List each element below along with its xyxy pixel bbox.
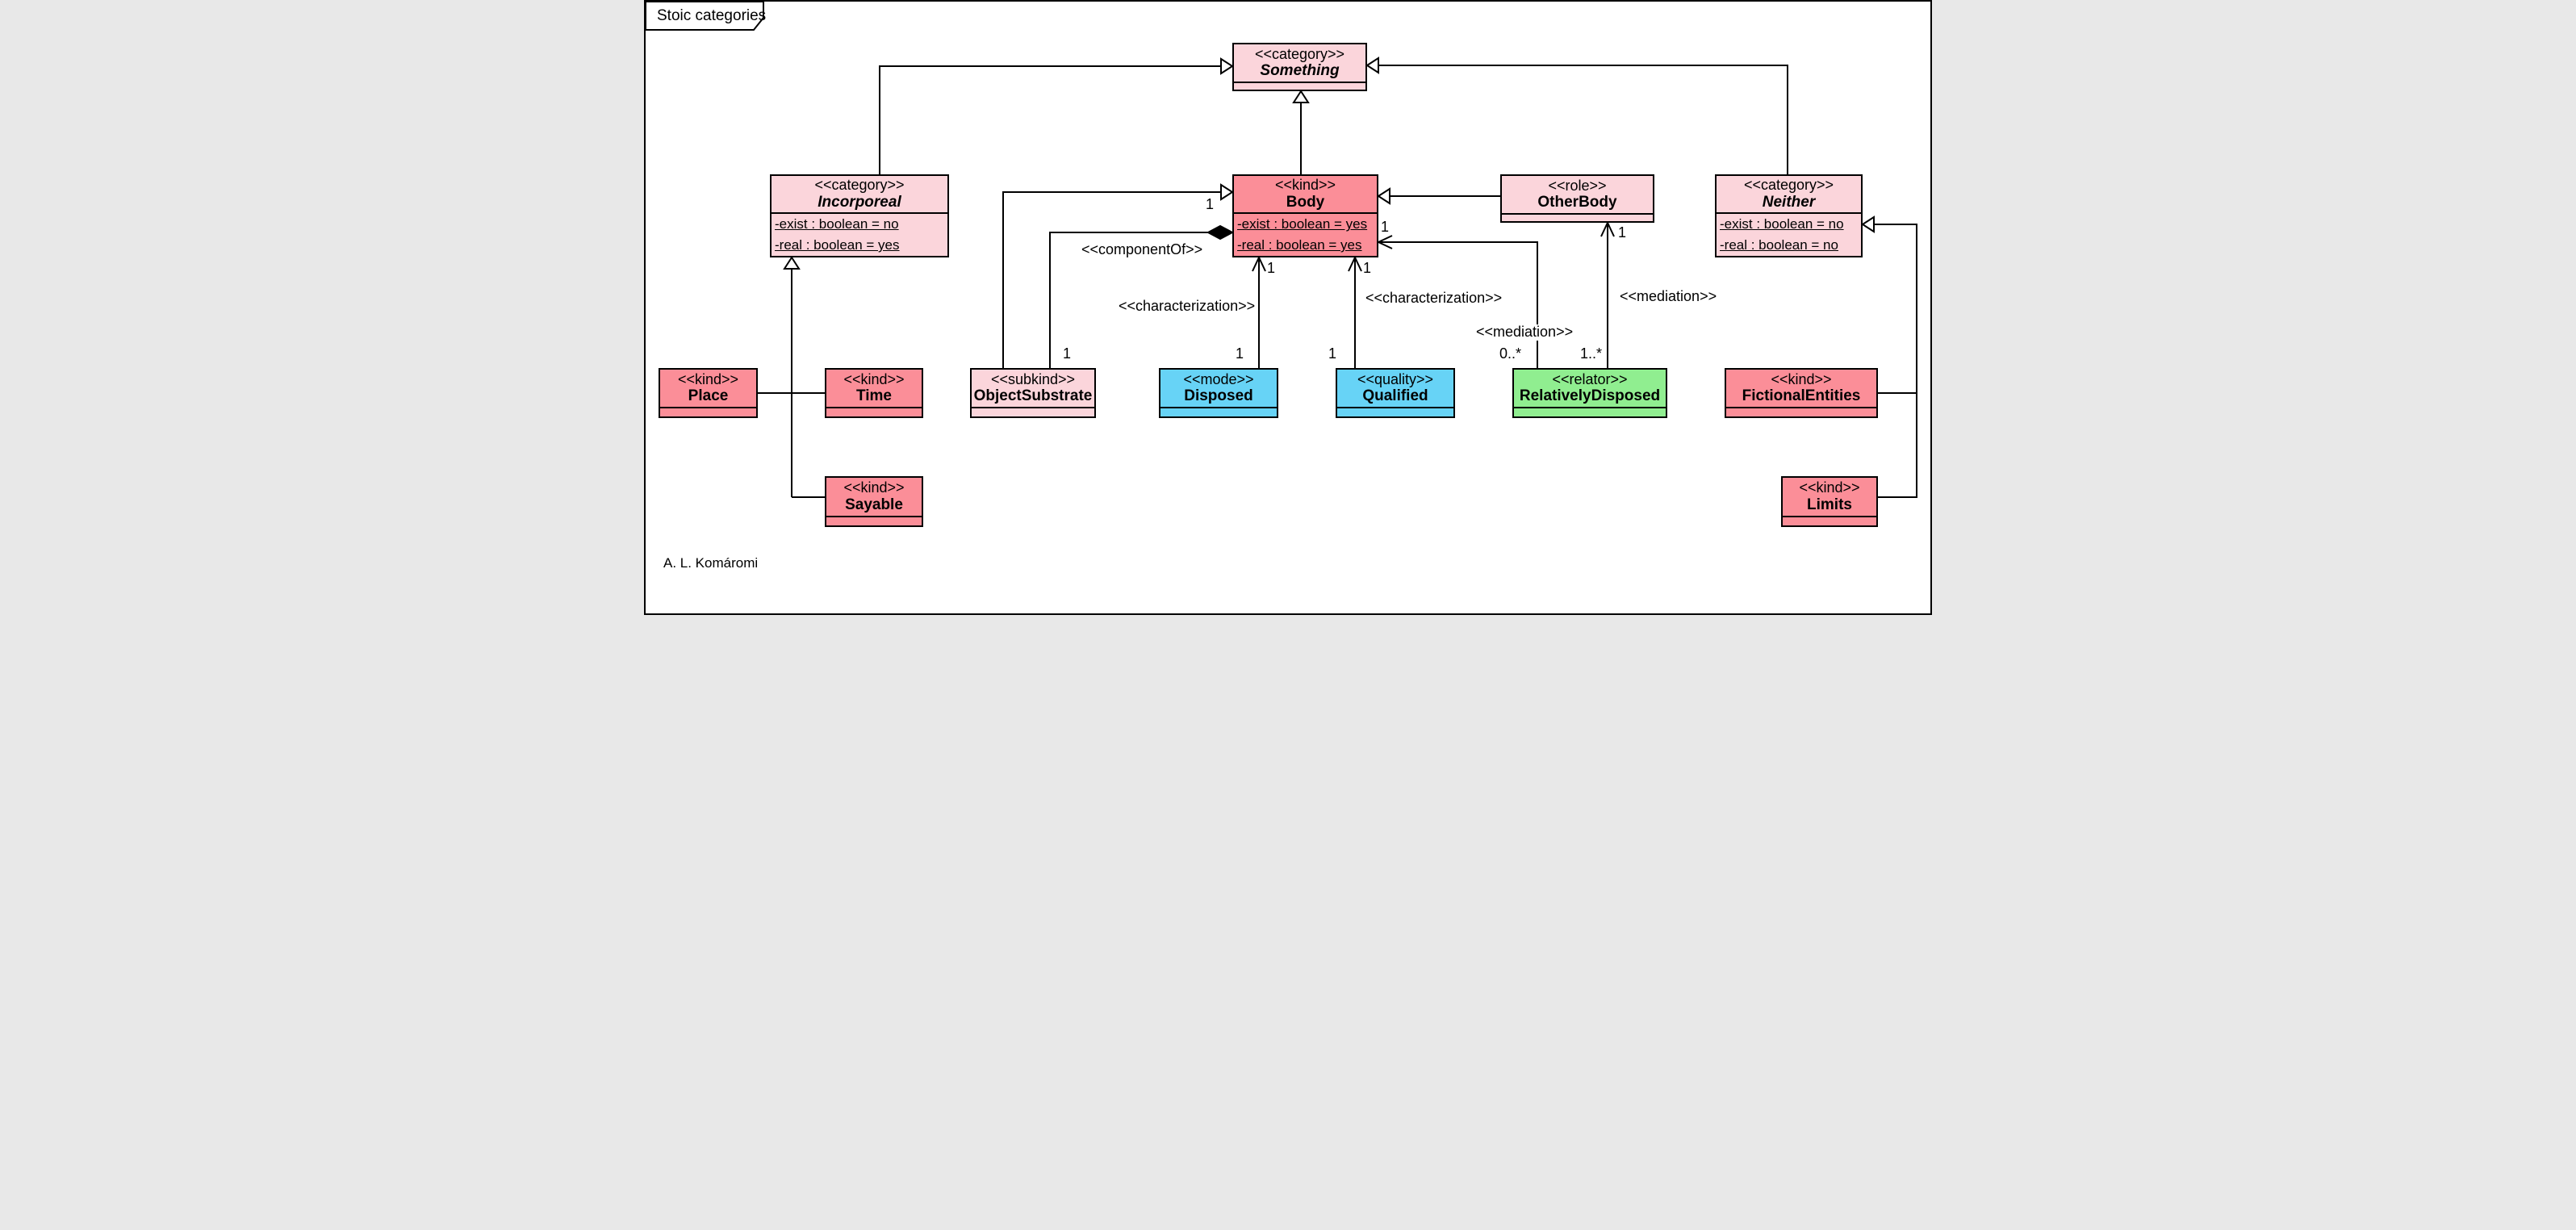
class-time: <<kind>> Time bbox=[825, 368, 923, 418]
class-qualified: <<quality>> Qualified bbox=[1336, 368, 1455, 418]
attributes-compartment bbox=[1160, 407, 1277, 416]
multiplicity-char-disposed-src: 1 bbox=[1236, 345, 1244, 362]
class-body: <<kind>> Body -exist : boolean = yes -re… bbox=[1232, 174, 1378, 257]
multiplicity-mediation-otherbody-src: 1..* bbox=[1580, 345, 1603, 362]
uml-diagram-canvas: Stoic categories <<category>> Something … bbox=[644, 0, 1932, 615]
stereotype-label: <<quality>> bbox=[1357, 370, 1434, 387]
attributes-compartment bbox=[826, 516, 922, 525]
generalization-otherbody-body bbox=[1377, 187, 1500, 205]
generalization-neither-something bbox=[1365, 56, 1788, 174]
class-name: Disposed bbox=[1184, 387, 1253, 405]
relation-label-mediation-body: <<mediation>> bbox=[1474, 324, 1575, 341]
multiplicity-componentof-part: 1 bbox=[1063, 345, 1072, 362]
attributes-compartment: -exist : boolean = yes -real : boolean =… bbox=[1234, 212, 1377, 256]
class-sayable: <<kind>> Sayable bbox=[825, 476, 923, 527]
stereotype-label: <<role>> bbox=[1548, 177, 1607, 194]
attribute: -real : boolean = no bbox=[1720, 237, 1838, 253]
attributes-compartment bbox=[1502, 213, 1653, 221]
connector-layer bbox=[646, 2, 1917, 498]
diagram-title: Stoic categories bbox=[657, 7, 767, 24]
multiplicity-mediation-body-src: 0..* bbox=[1499, 345, 1522, 362]
class-something: <<category>> Something bbox=[1232, 43, 1367, 91]
relation-label-characterization-disposed: <<characterization>> bbox=[1117, 298, 1257, 315]
componentof-objectsubstrate-body bbox=[1049, 224, 1235, 368]
attributes-compartment bbox=[1783, 516, 1876, 525]
generalization-place-time-sayable-incorporeal bbox=[758, 256, 825, 498]
stereotype-label: <<mode>> bbox=[1183, 370, 1254, 387]
class-name: Sayable bbox=[845, 496, 903, 513]
class-name: Something bbox=[1260, 62, 1340, 80]
stereotype-label: <<kind>> bbox=[677, 370, 739, 387]
class-fictionalentities: <<kind>> FictionalEntities bbox=[1725, 368, 1878, 418]
stereotype-label: <<kind>> bbox=[1799, 479, 1860, 496]
attributes-compartment bbox=[1234, 82, 1365, 90]
class-place: <<kind>> Place bbox=[659, 368, 758, 418]
class-name: Time bbox=[855, 387, 892, 405]
generalization-incorporeal-something bbox=[879, 57, 1234, 174]
class-limits: <<kind>> Limits bbox=[1781, 476, 1878, 527]
diagram-title-tab-shape bbox=[646, 2, 764, 31]
relation-label-characterization-qualified: <<characterization>> bbox=[1364, 290, 1504, 307]
stereotype-label: <<kind>> bbox=[1771, 370, 1832, 387]
class-name: Limits bbox=[1807, 496, 1852, 513]
characterization-qualified-body bbox=[1348, 255, 1362, 368]
class-name: Qualified bbox=[1362, 387, 1428, 405]
multiplicity-char-qualified-src: 1 bbox=[1328, 345, 1337, 362]
stereotype-label: <<kind>> bbox=[1274, 177, 1336, 194]
generalization-objectsubstrate-body bbox=[1002, 183, 1234, 368]
class-otherbody: <<role>> OtherBody bbox=[1500, 174, 1654, 223]
class-disposed: <<mode>> Disposed bbox=[1159, 368, 1278, 418]
attributes-compartment bbox=[1514, 407, 1666, 416]
stereotype-label: <<category>> bbox=[1254, 45, 1345, 62]
attribute: -real : boolean = yes bbox=[775, 237, 900, 253]
class-name: OtherBody bbox=[1537, 194, 1617, 211]
multiplicity-componentof-whole: 1 bbox=[1206, 196, 1215, 212]
author-credit: A. L. Komáromi bbox=[663, 555, 759, 571]
multiplicity-mediation-body-end: 1 bbox=[1381, 219, 1390, 235]
class-name: Place bbox=[688, 387, 729, 405]
attribute: -real : boolean = yes bbox=[1237, 237, 1362, 253]
class-objectsubstrate: <<subkind>> ObjectSubstrate bbox=[970, 368, 1096, 418]
stereotype-label: <<relator>> bbox=[1552, 370, 1628, 387]
attributes-compartment bbox=[972, 407, 1094, 416]
relation-label-mediation-otherbody: <<mediation>> bbox=[1618, 288, 1719, 305]
stereotype-label: <<category>> bbox=[1743, 177, 1834, 194]
characterization-disposed-body bbox=[1252, 255, 1266, 368]
class-name: RelativelyDisposed bbox=[1519, 387, 1661, 405]
attribute: -exist : boolean = no bbox=[1720, 216, 1844, 232]
attributes-compartment bbox=[660, 407, 756, 416]
class-relativelydisposed: <<relator>> RelativelyDisposed bbox=[1512, 368, 1667, 418]
class-name: ObjectSubstrate bbox=[973, 387, 1093, 405]
attributes-compartment: -exist : boolean = no -real : boolean = … bbox=[772, 212, 947, 256]
stereotype-label: <<category>> bbox=[814, 177, 905, 194]
multiplicity-char-disposed-body: 1 bbox=[1267, 260, 1276, 276]
multiplicity-mediation-otherbody-end: 1 bbox=[1618, 224, 1627, 241]
mediation-relativelydisposed-otherbody bbox=[1600, 220, 1615, 368]
attributes-compartment: -exist : boolean = no -real : boolean = … bbox=[1717, 212, 1861, 256]
generalization-fictionalentities-limits-neither bbox=[1861, 215, 1917, 498]
stereotype-label: <<kind>> bbox=[843, 370, 905, 387]
stereotype-label: <<kind>> bbox=[843, 479, 905, 496]
relation-label-componentof: <<componentOf>> bbox=[1080, 241, 1205, 258]
class-name: FictionalEntities bbox=[1742, 387, 1861, 405]
attributes-compartment bbox=[826, 407, 922, 416]
attribute: -exist : boolean = yes bbox=[1237, 216, 1368, 232]
class-neither: <<category>> Neither -exist : boolean = … bbox=[1715, 174, 1863, 257]
multiplicity-char-qualified-body: 1 bbox=[1363, 260, 1372, 276]
class-name: Incorporeal bbox=[818, 193, 901, 211]
class-incorporeal: <<category>> Incorporeal -exist : boolea… bbox=[770, 174, 949, 257]
stereotype-label: <<subkind>> bbox=[990, 370, 1076, 387]
generalization-body-something bbox=[1292, 90, 1310, 174]
attribute: -exist : boolean = no bbox=[775, 216, 899, 232]
attributes-compartment bbox=[1337, 407, 1453, 416]
class-name: Body bbox=[1286, 193, 1325, 211]
attributes-compartment bbox=[1726, 407, 1876, 416]
class-name: Neither bbox=[1762, 193, 1816, 211]
